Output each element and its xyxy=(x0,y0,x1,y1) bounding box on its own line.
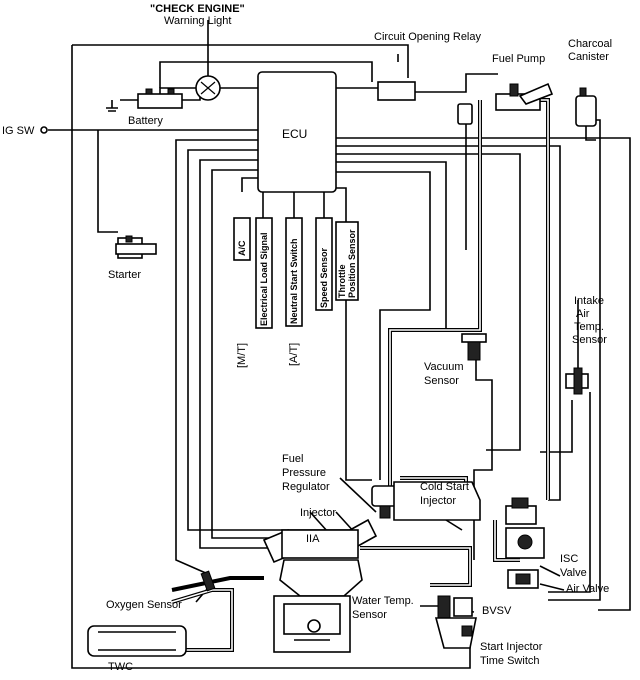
speed-sensor-label: Speed Sensor xyxy=(319,247,329,308)
fuel-line-water xyxy=(360,546,472,587)
ac-switch-box xyxy=(233,217,251,261)
wire-ecu-right-1 xyxy=(336,137,631,611)
ig-sw-label: IG SW xyxy=(2,125,35,137)
isc-label-2: Valve xyxy=(560,567,587,579)
ground-icon xyxy=(106,100,118,112)
fuel-line-2 xyxy=(540,98,550,500)
fuel-pump-icon xyxy=(495,82,554,111)
wire-injector xyxy=(187,149,356,531)
leader-iia xyxy=(309,511,329,533)
battery-icon xyxy=(137,93,183,109)
fuel-filter-icon xyxy=(457,103,473,125)
neutral-start-switch-box xyxy=(285,217,303,327)
canister-label: Canister xyxy=(568,51,609,63)
position-sensor-label: Position Sensor xyxy=(347,229,357,298)
wire-intake-temp xyxy=(548,300,591,593)
cold-start-label-1: Cold Start xyxy=(420,481,469,493)
cold-start-label-2: Injector xyxy=(420,495,456,507)
leader-regulator xyxy=(339,477,377,513)
wire-left-harness xyxy=(71,45,471,669)
cold-start-injector-icon xyxy=(393,481,481,521)
wire-relay-feed xyxy=(159,61,373,88)
starter-label: Starter xyxy=(108,269,141,281)
fuel-pressure-label-1: Fuel xyxy=(282,453,303,465)
wire-ecu-regulator xyxy=(336,171,431,480)
charcoal-label: Charcoal xyxy=(568,38,612,50)
leader-air-valve xyxy=(539,583,565,591)
bvsv-label: BVSV xyxy=(482,605,512,617)
water-temp-sensor-icon xyxy=(437,595,451,619)
wire-throttle-down xyxy=(345,300,372,481)
oxygen-sensor-icon xyxy=(200,570,216,592)
injector-label: Injector xyxy=(300,507,336,519)
vacuum-sensor-label-1: Vacuum xyxy=(424,361,464,373)
start-injector-label-1: Start Injector xyxy=(480,641,543,653)
wire-aux xyxy=(211,169,300,539)
twc-icon xyxy=(87,625,187,657)
wire-top-harness xyxy=(72,44,409,78)
vacuum-sensor-icon xyxy=(461,333,487,361)
intake-air-temp-sensor-icon xyxy=(565,367,589,395)
throttle-body-icon xyxy=(505,497,537,525)
intake-label-4: Sensor xyxy=(572,334,607,346)
leader-isc xyxy=(539,565,561,577)
isc-label-1: ISC xyxy=(560,553,578,565)
fuel-pressure-label-3: Regulator xyxy=(282,481,330,493)
charcoal-canister-icon xyxy=(575,87,597,141)
wire-throttle xyxy=(336,187,347,222)
air-valve-icon xyxy=(507,569,539,589)
at-label: [A/T] xyxy=(288,343,300,366)
wire-ecu-right-3 xyxy=(336,153,521,451)
intake-label-3: Temp. xyxy=(574,321,604,333)
wire-ecu-right-2 xyxy=(336,145,561,501)
throttle-label: Throttle xyxy=(337,265,347,299)
ac-label: A/C xyxy=(237,240,247,256)
ecu-box xyxy=(257,71,337,193)
air-valve-label: Air Valve xyxy=(566,583,609,595)
circuit-opening-relay-label: Circuit Opening Relay xyxy=(374,31,481,43)
water-temp-label-1: Water Temp. xyxy=(352,595,414,607)
warning-light-label: Warning Light xyxy=(164,15,231,27)
speed-sensor-box xyxy=(315,217,333,311)
engine-cylinder-icon xyxy=(273,559,363,653)
wire-isc xyxy=(540,400,573,453)
isc-valve-icon xyxy=(505,527,545,559)
oxygen-sensor-label: Oxygen Sensor xyxy=(106,599,182,611)
exhaust-manifold xyxy=(171,576,264,592)
wire-canister xyxy=(548,110,601,601)
fuel-pressure-label-2: Pressure xyxy=(282,467,326,479)
start-injector-time-switch-icon xyxy=(434,617,477,649)
circuit-opening-relay-icon xyxy=(377,81,416,101)
electrical-load-signal-label: Electrical Load Signal xyxy=(259,232,269,326)
water-temp-label-2: Sensor xyxy=(352,609,387,621)
twc-label: TWC xyxy=(108,661,133,673)
wire-starter xyxy=(97,130,118,233)
neutral-start-switch-label: Neutral Start Switch xyxy=(289,238,299,324)
intake-manifold-icon xyxy=(281,529,359,559)
wire-relay-pump xyxy=(415,73,498,93)
wire-oxygen xyxy=(175,139,258,575)
ecu-label: ECU xyxy=(282,127,307,141)
ig-sw-terminal-icon xyxy=(40,126,48,134)
vacuum-sensor-label-2: Sensor xyxy=(424,375,459,387)
start-injector-label-2: Time Switch xyxy=(480,655,540,667)
starter-icon xyxy=(115,235,157,259)
mt-label: [M/T] xyxy=(236,343,248,368)
bvsv-icon xyxy=(453,597,473,617)
wire-ac xyxy=(241,177,258,192)
intake-label-1: Intake xyxy=(574,295,604,307)
battery-label: Battery xyxy=(128,115,163,127)
fuel-pump-label: Fuel Pump xyxy=(492,53,545,65)
intake-label-2: Air xyxy=(576,308,590,320)
fuel-pressure-regulator-icon xyxy=(371,485,399,519)
check-engine-label: "CHECK ENGINE" xyxy=(150,3,245,15)
wire-iia xyxy=(199,159,270,549)
iia-label: IIA xyxy=(306,533,320,545)
wire-vacuum-hose xyxy=(473,358,493,560)
throttle-position-sensor-box xyxy=(335,221,359,301)
wire-battery xyxy=(182,96,201,101)
electrical-load-signal-box xyxy=(255,217,273,329)
